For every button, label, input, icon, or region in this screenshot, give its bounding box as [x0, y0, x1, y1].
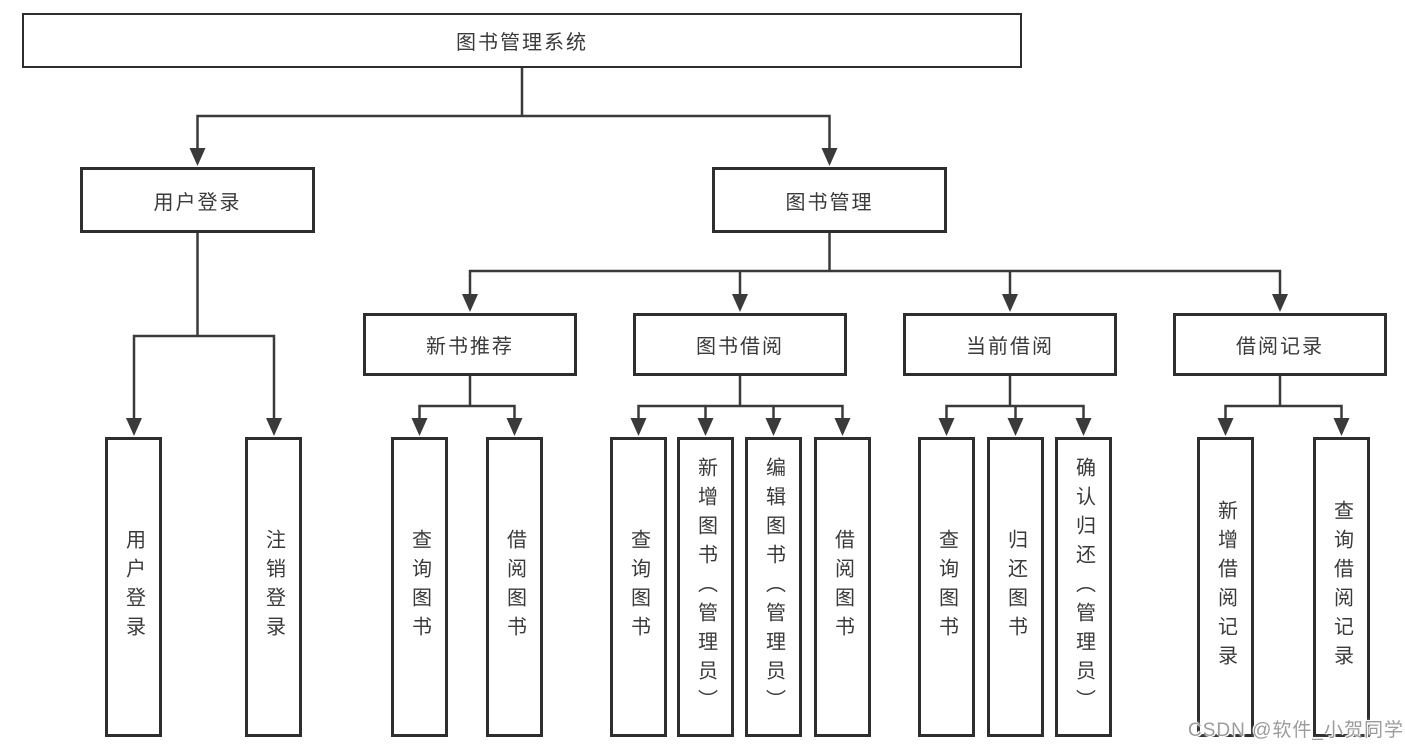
- leaf-add-books-admin: 新增图书（管理员）: [677, 437, 734, 737]
- watermark: CSDN @软件_小贺同学: [1188, 720, 1404, 741]
- leaf-edit-books-admin-label: 编辑图书（管理员）: [762, 456, 785, 718]
- leaf-query-books-3: 查询图书: [918, 437, 975, 737]
- leaf-query-books-label: 查询图书: [408, 529, 431, 645]
- node-current-borrow: 当前借阅: [903, 313, 1117, 376]
- leaf-user-login-label: 用户登录: [122, 529, 145, 645]
- node-book-borrow: 图书借阅: [633, 313, 847, 376]
- leaf-logout: 注销登录: [245, 437, 302, 737]
- leaf-add-books-admin-label: 新增图书（管理员）: [694, 456, 717, 718]
- leaf-query-borrow-record: 查询借阅记录: [1313, 437, 1370, 737]
- node-new-book-recommend: 新书推荐: [363, 313, 577, 376]
- node-borrow-record: 借阅记录: [1173, 313, 1387, 376]
- leaf-borrow-books: 借阅图书: [486, 437, 543, 737]
- leaf-add-borrow-record-label: 新增借阅记录: [1214, 500, 1237, 674]
- node-user-login: 用户登录: [80, 167, 315, 233]
- leaf-query-books-2: 查询图书: [610, 437, 667, 737]
- leaf-return-books: 归还图书: [987, 437, 1044, 737]
- leaf-confirm-return-admin-label: 确认归还（管理员）: [1072, 456, 1095, 718]
- node-library-management-system: 图书管理系统: [22, 13, 1022, 68]
- leaf-return-books-label: 归还图书: [1004, 529, 1027, 645]
- leaf-borrow-books-label: 借阅图书: [503, 529, 526, 645]
- leaf-user-login: 用户登录: [105, 437, 162, 737]
- node-book-management: 图书管理: [712, 167, 947, 233]
- leaf-query-books: 查询图书: [391, 437, 448, 737]
- leaf-edit-books-admin: 编辑图书（管理员）: [745, 437, 802, 737]
- leaf-logout-label: 注销登录: [262, 529, 285, 645]
- leaf-add-borrow-record: 新增借阅记录: [1197, 437, 1254, 737]
- leaf-borrow-books-2-label: 借阅图书: [831, 529, 854, 645]
- leaf-borrow-books-2: 借阅图书: [814, 437, 871, 737]
- leaf-query-books-3-label: 查询图书: [935, 529, 958, 645]
- leaf-query-books-2-label: 查询图书: [627, 529, 650, 645]
- leaf-query-borrow-record-label: 查询借阅记录: [1330, 500, 1353, 674]
- leaf-confirm-return-admin: 确认归还（管理员）: [1055, 437, 1112, 737]
